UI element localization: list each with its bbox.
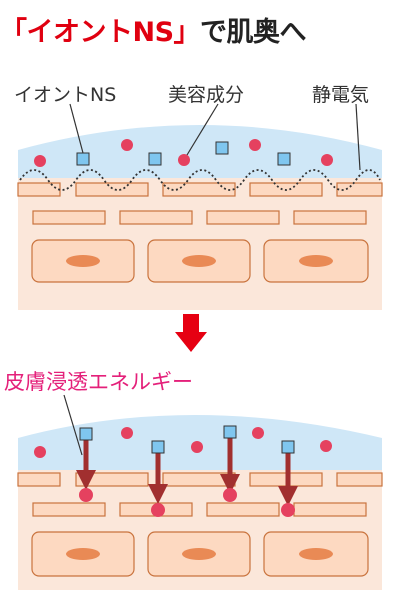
page-title: 「イオントNS」で肌奥へ [0,10,400,49]
skin-cell [32,210,106,225]
penetrated-ingredient-dot [79,488,93,502]
penetrated-ingredient-dot [223,488,237,502]
down-arrow-icon [175,314,207,352]
penetrated-ingredient-dot [151,503,165,517]
beauty-ingredient-dot [121,427,133,439]
beauty-ingredient-dot [191,441,203,453]
skin-cell [336,472,383,487]
cell-nucleus [299,255,333,267]
title-product-name: 「イオントNS」 [0,17,201,48]
top-panel [17,103,383,310]
label-skin-penetration-energy: 皮膚浸透エネルギー [4,370,193,394]
skin-cell [75,182,149,197]
skin-cell [17,472,61,487]
skin-cell [162,182,236,197]
beauty-ingredient-dot [249,139,261,151]
beauty-ingredient-dot [321,154,333,166]
cell-nucleus [182,255,216,267]
label-static-electricity: 静電気 [312,84,370,106]
ion-square [215,141,229,155]
surface-film-top [18,125,382,178]
beauty-ingredient-dot [121,139,133,151]
cell-nucleus [299,548,333,560]
cell-nucleus [66,255,100,267]
ion-square [223,425,237,439]
leader-line-energy [63,394,83,456]
static-electricity-wave [19,169,381,191]
skin-cell [293,210,367,225]
ion-square [79,427,93,441]
label-ion-nts: イオントNS [14,84,117,106]
beauty-ingredient-dot [178,154,190,166]
bottom-panel [17,394,383,590]
skin-cell [206,502,280,517]
beauty-ingredient-dot [34,446,46,458]
ion-square [148,152,162,166]
leader-line-static [355,103,361,171]
cell-nucleus [66,548,100,560]
skin-cell [293,502,367,517]
skin-cell [119,210,193,225]
ion-square [281,440,295,454]
skin-cell [336,182,383,197]
skin-cell [32,502,106,517]
leader-line-ion [69,103,84,154]
skin-cell [17,182,61,197]
skin-cell [162,472,236,487]
beauty-ingredient-dot [34,155,46,167]
leader-line-beauty [186,103,219,156]
beauty-ingredient-dot [252,427,264,439]
ion-square [151,440,165,454]
ion-square [76,152,90,166]
label-beauty-ingredient: 美容成分 [168,84,245,106]
beauty-ingredient-dot [320,440,332,452]
skin-cell [206,210,280,225]
ion-square [277,152,291,166]
penetrated-ingredient-dot [281,503,295,517]
title-suffix: で肌奥へ [200,17,307,48]
cell-nucleus [182,548,216,560]
